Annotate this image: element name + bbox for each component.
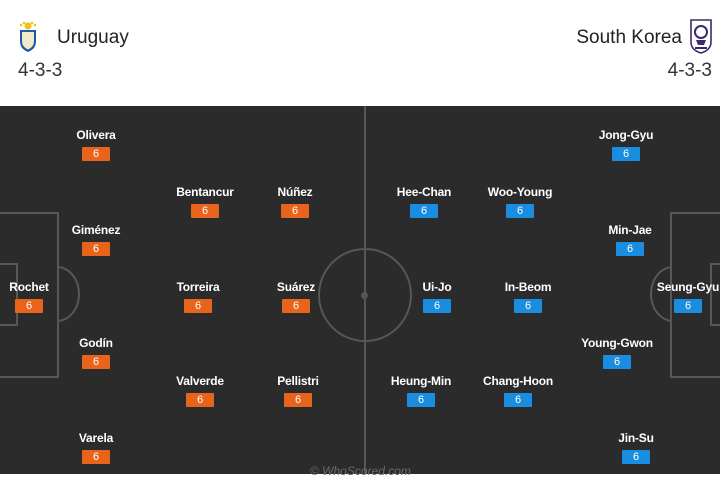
player-rating: 6 xyxy=(423,299,451,313)
player-name: Suárez xyxy=(276,280,316,294)
player-name: Bentancur xyxy=(176,185,234,199)
player-name: Giménez xyxy=(71,223,121,237)
player-card[interactable]: Bentancur 6 xyxy=(157,185,253,219)
player-card[interactable]: Woo-Young 6 xyxy=(472,185,568,219)
match-header: Uruguay 4-3-3 South Korea 4-3-3 xyxy=(0,0,720,106)
player-rating: 6 xyxy=(410,204,438,218)
away-goal-box xyxy=(710,263,720,326)
player-card[interactable]: Olivera 6 xyxy=(48,128,144,162)
player-rating: 6 xyxy=(506,204,534,218)
player-name: Min-Jae xyxy=(608,223,652,237)
player-name: Torreira xyxy=(176,280,220,294)
home-goal-box xyxy=(0,263,18,326)
player-card[interactable]: Min-Jae 6 xyxy=(582,223,678,257)
watermark: © WhoScored.com xyxy=(310,464,411,478)
player-rating: 6 xyxy=(622,450,650,464)
player-name: Jong-Gyu xyxy=(598,128,654,142)
player-name: Pellistri xyxy=(277,374,319,388)
player-rating: 6 xyxy=(514,299,542,313)
player-rating: 6 xyxy=(82,242,110,256)
player-card[interactable]: Varela 6 xyxy=(48,431,144,465)
player-card[interactable]: Núñez 6 xyxy=(247,185,343,219)
player-rating: 6 xyxy=(407,393,435,407)
player-rating: 6 xyxy=(282,299,310,313)
home-team-name[interactable]: Uruguay xyxy=(57,27,129,48)
player-card[interactable]: Suárez 6 xyxy=(248,280,344,314)
player-rating: 6 xyxy=(184,299,212,313)
away-formation: 4-3-3 xyxy=(667,60,712,81)
player-name: Olivera xyxy=(76,128,116,142)
player-card[interactable]: In-Beom 6 xyxy=(480,280,576,314)
player-card[interactable]: Jong-Gyu 6 xyxy=(578,128,674,162)
player-rating: 6 xyxy=(82,355,110,369)
uruguay-crest-icon xyxy=(19,21,37,52)
player-name: Jin-Su xyxy=(618,431,654,445)
player-card[interactable]: Torreira 6 xyxy=(150,280,246,314)
player-name: Godín xyxy=(79,336,113,350)
player-name: Young-Gwon xyxy=(581,336,653,350)
player-name: In-Beom xyxy=(504,280,552,294)
player-name: Ui-Jo xyxy=(422,280,452,294)
player-name: Chang-Hoon xyxy=(483,374,553,388)
player-rating: 6 xyxy=(281,204,309,218)
player-card[interactable]: Pellistri 6 xyxy=(250,374,346,408)
player-name: Núñez xyxy=(277,185,313,199)
player-rating: 6 xyxy=(284,393,312,407)
player-card[interactable]: Godín 6 xyxy=(48,336,144,370)
player-name: Hee-Chan xyxy=(396,185,452,199)
player-rating: 6 xyxy=(82,147,110,161)
player-card[interactable]: Young-Gwon 6 xyxy=(569,336,665,370)
player-rating: 6 xyxy=(603,355,631,369)
player-card[interactable]: Giménez 6 xyxy=(48,223,144,257)
player-rating: 6 xyxy=(82,450,110,464)
center-spot xyxy=(361,292,368,299)
player-rating: 6 xyxy=(612,147,640,161)
player-card[interactable]: Hee-Chan 6 xyxy=(376,185,472,219)
player-name: Heung-Min xyxy=(390,374,452,388)
home-formation: 4-3-3 xyxy=(18,60,63,81)
player-card[interactable]: Jin-Su 6 xyxy=(588,431,684,465)
south-korea-crest-icon xyxy=(690,19,712,54)
player-rating: 6 xyxy=(504,393,532,407)
player-rating: 6 xyxy=(191,204,219,218)
player-card[interactable]: Ui-Jo 6 xyxy=(389,280,485,314)
pitch: Rochet 6 Olivera 6 Giménez 6 Godín 6 Var… xyxy=(0,106,720,474)
player-card[interactable]: Chang-Hoon 6 xyxy=(470,374,566,408)
player-rating: 6 xyxy=(186,393,214,407)
player-name: Seung-Gyu xyxy=(656,280,720,294)
away-team-name[interactable]: South Korea xyxy=(576,27,682,48)
player-rating: 6 xyxy=(674,299,702,313)
player-card[interactable]: Rochet 6 xyxy=(0,280,77,314)
player-rating: 6 xyxy=(15,299,43,313)
player-name: Varela xyxy=(78,431,114,445)
player-name: Valverde xyxy=(176,374,224,388)
center-circle xyxy=(318,248,412,342)
player-name: Woo-Young xyxy=(487,185,553,199)
player-card[interactable]: Heung-Min 6 xyxy=(373,374,469,408)
player-card[interactable]: Seung-Gyu 6 xyxy=(640,280,720,314)
player-rating: 6 xyxy=(616,242,644,256)
player-name: Rochet xyxy=(9,280,49,294)
player-card[interactable]: Valverde 6 xyxy=(152,374,248,408)
